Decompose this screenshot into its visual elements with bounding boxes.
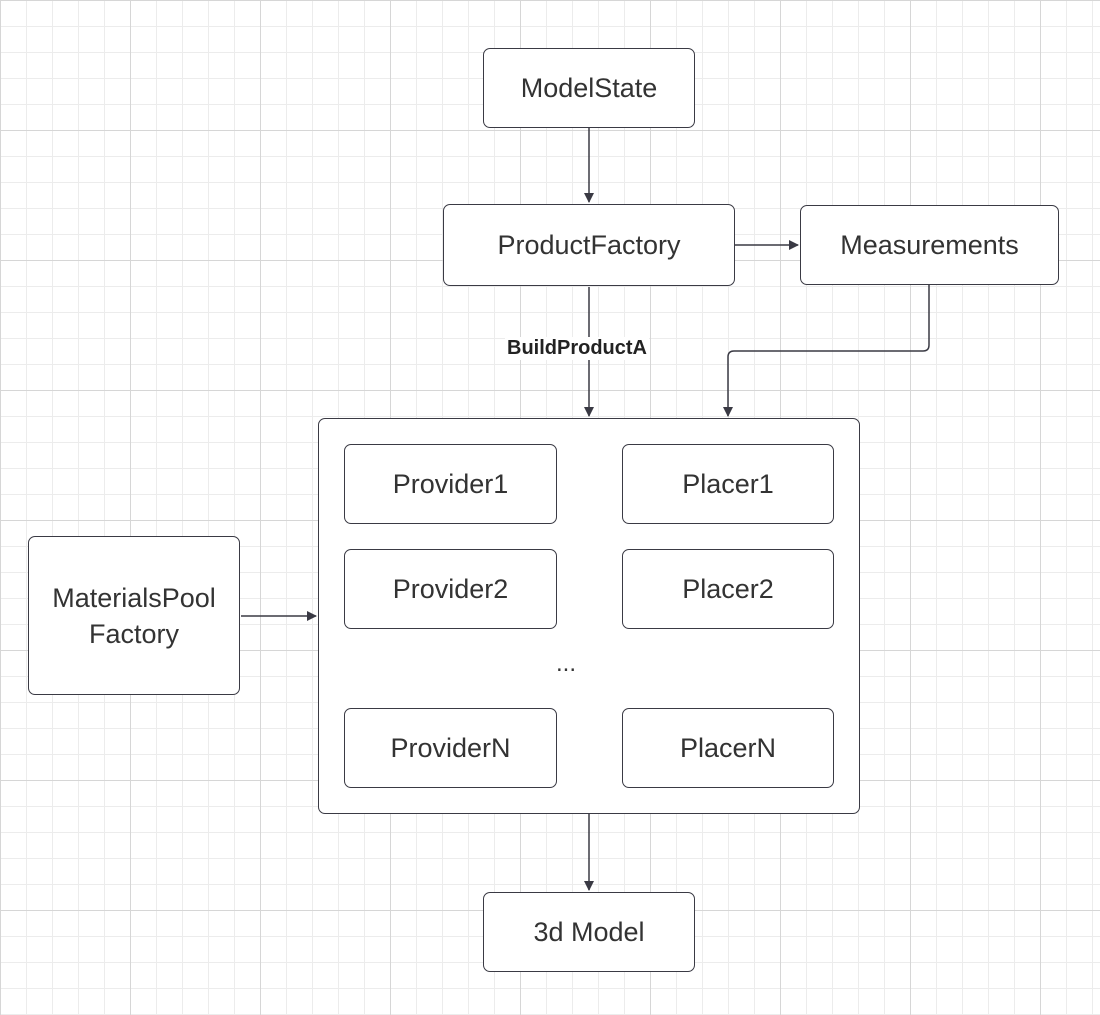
node-provider1[interactable]: Provider1 (344, 444, 557, 524)
node-productfactory-label: ProductFactory (497, 230, 681, 260)
arrow-measurements-to-container-path (723, 285, 930, 417)
node-placerN[interactable]: PlacerN (622, 708, 834, 788)
node-providerN-label: ProviderN (390, 733, 511, 763)
node-provider2-label: Provider2 (392, 574, 509, 604)
node-placer2[interactable]: Placer2 (622, 549, 834, 629)
node-materialspool-factory[interactable]: MaterialsPool Factory (28, 536, 240, 695)
node-placer1[interactable]: Placer1 (622, 444, 834, 524)
node-placer1-label: Placer1 (682, 469, 774, 499)
ellipsis-more-pairs: ... (556, 650, 576, 678)
node-modelstate-label: ModelState (520, 73, 658, 103)
node-productfactory[interactable]: ProductFactory (443, 204, 735, 286)
node-materialspool-factory-label-line2: Factory (88, 618, 180, 649)
node-3d-model[interactable]: 3d Model (483, 892, 695, 972)
ellipsis-text: ... (556, 650, 577, 677)
edge-label-buildproducta: BuildProductA (505, 337, 649, 360)
edge-label-buildproducta-text: BuildProductA (507, 337, 647, 359)
node-providerN[interactable]: ProviderN (344, 708, 557, 788)
node-measurements[interactable]: Measurements (800, 205, 1059, 285)
node-modelstate[interactable]: ModelState (483, 48, 695, 128)
node-provider1-label: Provider1 (392, 469, 509, 499)
node-3d-model-label: 3d Model (533, 917, 645, 947)
node-placer2-label: Placer2 (682, 574, 774, 604)
node-materialspool-factory-label-line1: MaterialsPool (52, 582, 216, 613)
node-provider2[interactable]: Provider2 (344, 549, 557, 629)
node-measurements-label: Measurements (840, 230, 1019, 260)
node-placerN-label: PlacerN (679, 733, 777, 763)
